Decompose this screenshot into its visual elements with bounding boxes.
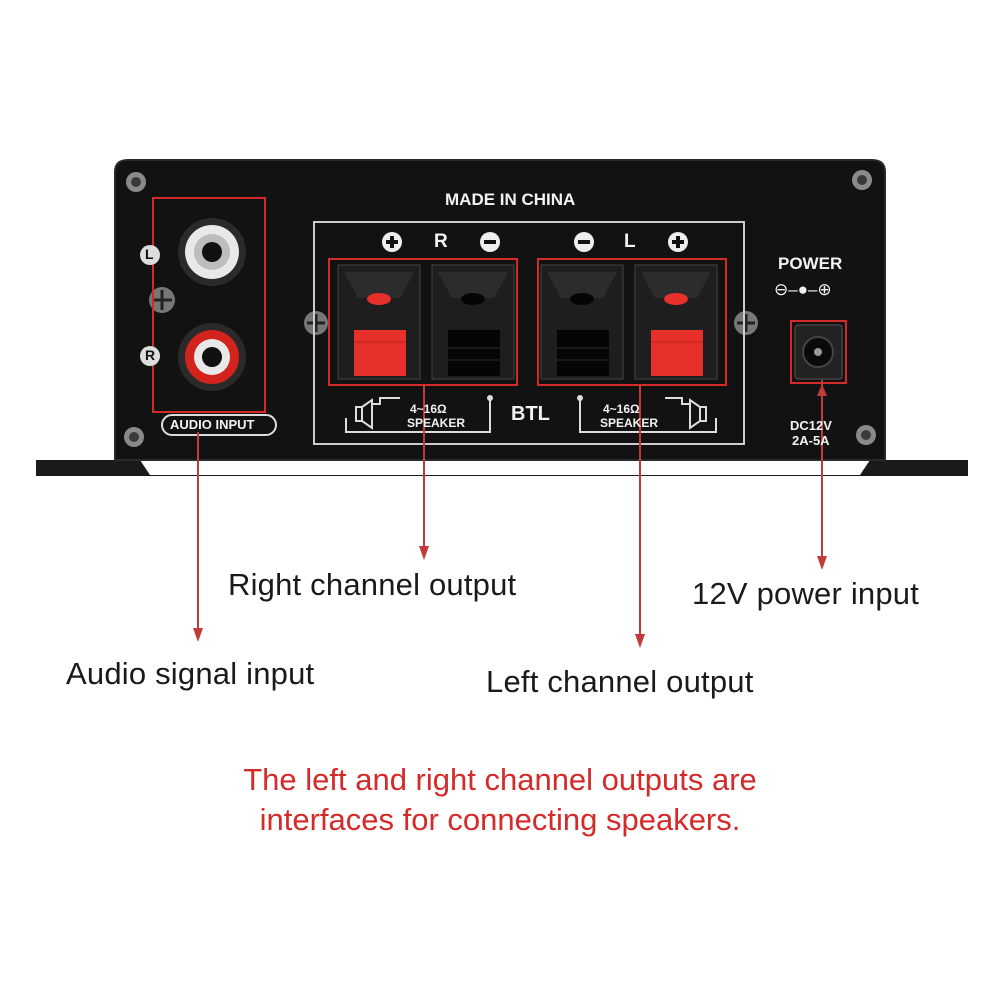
bracket-line	[372, 397, 400, 405]
bracket-line	[665, 397, 690, 405]
corner-screw	[856, 425, 876, 445]
audio-input-highlight	[152, 197, 266, 413]
power-label: POWER	[778, 254, 843, 273]
speaker-icon	[689, 398, 707, 430]
speaker-note: The left and right channel outputs are i…	[0, 760, 1000, 840]
audio-input-label-frame	[161, 414, 277, 436]
power-polarity-symbol: ⊖–●–⊕	[774, 280, 832, 299]
callout-audio-signal-input: Audio signal input	[66, 656, 315, 691]
bracket-dot	[487, 395, 493, 401]
callout-power-input: 12V power input	[692, 576, 920, 611]
side-screw	[304, 311, 328, 335]
callout-arrow-right-output	[419, 385, 429, 560]
speaker-impedance-right: 4~16Ω	[410, 402, 447, 416]
input-left-marker	[140, 245, 160, 265]
callout-arrow-audio-input	[193, 432, 203, 642]
speaker-terminal-left-negative[interactable]	[540, 264, 624, 380]
speaker-terminal-right-positive[interactable]	[337, 264, 421, 380]
speaker-right-letter: R	[434, 231, 448, 252]
input-left-letter: L	[145, 246, 154, 262]
audio-input-label: AUDIO INPUT	[170, 417, 255, 432]
plus-icon	[382, 232, 402, 252]
mounting-flange	[36, 460, 968, 476]
side-screw	[734, 311, 758, 335]
corner-screw	[124, 427, 144, 447]
speaker-word-right: SPEAKER	[407, 416, 466, 430]
speaker-word-left: SPEAKER	[600, 416, 659, 430]
left-channel-highlight	[537, 258, 727, 386]
btl-label: BTL	[511, 403, 550, 425]
speaker-left-letter: L	[624, 231, 636, 252]
speaker-note-line2: interfaces for connecting speakers.	[259, 802, 741, 837]
dc-power-jack[interactable]	[794, 324, 843, 380]
plus-icon	[668, 232, 688, 252]
callout-right-channel-output: Right channel output	[228, 567, 517, 602]
speaker-note-line1: The left and right channel outputs are	[243, 762, 757, 797]
input-right-letter: R	[145, 347, 156, 363]
corner-screw	[126, 172, 146, 192]
bracket-line	[345, 398, 491, 433]
callout-arrow-power-input	[817, 380, 827, 570]
speaker-terminal-right-negative[interactable]	[431, 264, 515, 380]
speaker-terminal-left-positive[interactable]	[634, 264, 718, 380]
minus-icon	[574, 232, 594, 252]
rca-red-jack[interactable]	[178, 323, 246, 391]
speaker-section-outline	[313, 221, 745, 445]
dc-spec-line1: DC12V	[790, 418, 832, 433]
made-in-label: MADE IN CHINA	[445, 190, 576, 209]
power-jack-highlight	[790, 320, 847, 384]
speaker-impedance-left: 4~16Ω	[603, 402, 640, 416]
side-screw	[149, 287, 175, 313]
input-right-marker	[140, 346, 160, 366]
bracket-dot	[577, 395, 583, 401]
dc-spec-line2: 2A-5A	[792, 433, 830, 448]
corner-screw	[852, 170, 872, 190]
callout-left-channel-output: Left channel output	[486, 664, 754, 699]
minus-icon	[480, 232, 500, 252]
speaker-icon	[355, 398, 373, 430]
rca-white-jack[interactable]	[178, 218, 246, 286]
bracket-line	[579, 398, 717, 433]
callout-arrow-left-output	[635, 385, 645, 648]
